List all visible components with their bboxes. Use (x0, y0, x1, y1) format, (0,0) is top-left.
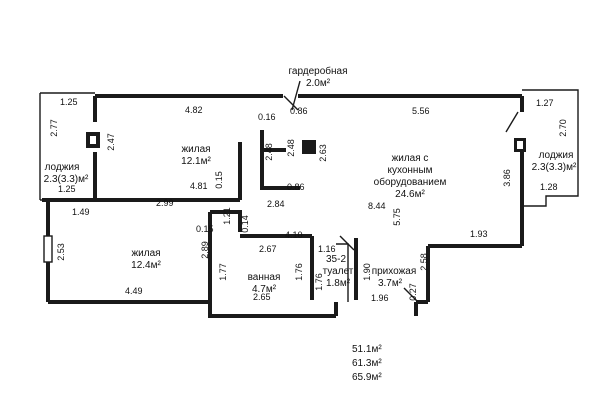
room-wardrobe-area: 2.0м² (306, 78, 331, 89)
room-bathroom-name: ванная (248, 272, 281, 283)
dim-1-28: 1.28 (540, 182, 558, 192)
total-area: 61.3м² (352, 358, 382, 369)
dim-3-86: 3.86 (502, 169, 512, 187)
column-left-inner (90, 136, 96, 144)
loggia-outlines (39, 80, 579, 303)
wall-bath-left (208, 210, 242, 302)
room-loggia-left-area: 2.3(3.3)м² (44, 174, 89, 185)
loggia-left-outline (39, 92, 95, 201)
room-labels: гардеробная 2.0м² жилая 12.1м² жилая с к… (44, 65, 577, 295)
closet-walls (260, 130, 300, 190)
shaft-box (336, 243, 349, 302)
dim-1-93: 1.93 (470, 229, 488, 239)
room-living2-area: 12.4м² (131, 260, 161, 271)
loggia-right-outline (522, 89, 579, 207)
total-living-area: 51.1м² (352, 344, 382, 355)
dim-4-82: 4.82 (185, 105, 203, 115)
dim-0-15-mid: 0.15 (196, 224, 214, 234)
dim-2-63: 2.63 (318, 144, 328, 162)
column-right-inner (517, 141, 523, 149)
dim-4-49: 4.49 (125, 286, 143, 296)
dim-2-70: 2.70 (558, 119, 568, 137)
dim-2-77: 2.77 (49, 119, 59, 137)
dim-2-48-right: 2.48 (286, 139, 296, 157)
room-kitchen-name-3: оборудованием (374, 176, 447, 188)
dim-1-16: 1.16 (318, 244, 336, 254)
dim-0-14: 0.14 (240, 215, 250, 233)
dim-1-25-top: 1.25 (60, 97, 78, 107)
dim-2-89: 2.89 (200, 241, 210, 259)
room-living1-area: 12.1м² (181, 156, 211, 167)
dim-1-21: 1.21 (222, 207, 232, 225)
door-swing-hall (403, 287, 419, 303)
room-toilet-name: туалет (323, 266, 354, 277)
room-loggia-right-area: 2.3(3.3)м² (532, 162, 577, 173)
outer-wall-bottom (48, 300, 336, 318)
room-toilet-area: 1.8м² (326, 278, 351, 289)
column-center (302, 140, 316, 154)
door-swing-wardrobe (283, 95, 299, 111)
dim-0-16: 0.16 (258, 112, 276, 122)
dim-8-44: 8.44 (368, 201, 386, 211)
dim-2-48-left: 2.48 (264, 143, 274, 161)
dim-1-76-left: 1.76 (294, 263, 304, 281)
dim-5-75: 5.75 (392, 208, 402, 226)
room-living1-name: жилая (181, 144, 210, 155)
dim-1-25-bottom: 1.25 (58, 184, 76, 194)
dim-2-99: 2.99 (156, 198, 174, 208)
dim-2-58: 2.58 (419, 253, 429, 271)
leader-line (291, 80, 301, 111)
door-swing-toilet (339, 235, 355, 251)
room-bathroom-area: 4.7м² (252, 284, 277, 295)
total-area-with-loggias: 65.9м² (352, 372, 382, 383)
wall-entry (414, 300, 428, 316)
dim-1-77: 1.77 (218, 263, 228, 281)
dim-2-47: 2.47 (106, 133, 116, 151)
room-living2-name: жилая (131, 248, 160, 259)
room-wardrobe-name: гардеробная (288, 65, 347, 77)
dim-0-15-top: 0.15 (214, 171, 224, 189)
dim-0-86-bottom: 0.86 (287, 182, 305, 192)
dim-0-86-top: 0.86 (290, 106, 308, 116)
dim-4-10: 4.10 (285, 230, 303, 240)
walls (42, 94, 524, 318)
room-kitchen-name-2: кухонным (387, 165, 432, 176)
dim-0-27: 0.27 (408, 283, 418, 301)
door-swing-loggia (505, 111, 519, 133)
area-totals: 51.1м² 61.3м² 65.9м² (352, 344, 382, 383)
room-loggia-left-name: лоджия (45, 162, 80, 173)
room-hall-area: 3.7м² (378, 278, 403, 289)
window-left (43, 235, 53, 263)
dim-2-65: 2.65 (253, 292, 271, 302)
wall-hall (334, 244, 522, 316)
dim-4-81: 4.81 (190, 181, 208, 191)
dim-1-27: 1.27 (536, 98, 554, 108)
room-loggia-right-name: лоджия (539, 150, 574, 161)
room-kitchen-area: 24.6м² (395, 189, 425, 200)
room-hall-name: прихожая (372, 266, 417, 277)
dim-1-96: 1.96 (371, 293, 389, 303)
dim-1-49: 1.49 (72, 207, 90, 217)
dim-1-76-right: 1.76 (314, 273, 324, 291)
dimension-labels: 1.25 2.77 2.47 1.25 4.82 0.16 0.86 5.56 … (49, 97, 568, 303)
dim-2-67: 2.67 (259, 244, 277, 254)
room-kitchen-name-1: жилая с (392, 153, 429, 164)
dim-1-90: 1.90 (362, 263, 372, 281)
dim-2-53: 2.53 (56, 243, 66, 261)
room-toilet-code: 35-2 (326, 254, 346, 265)
dim-2-84: 2.84 (267, 199, 285, 209)
dim-5-56: 5.56 (412, 106, 430, 116)
